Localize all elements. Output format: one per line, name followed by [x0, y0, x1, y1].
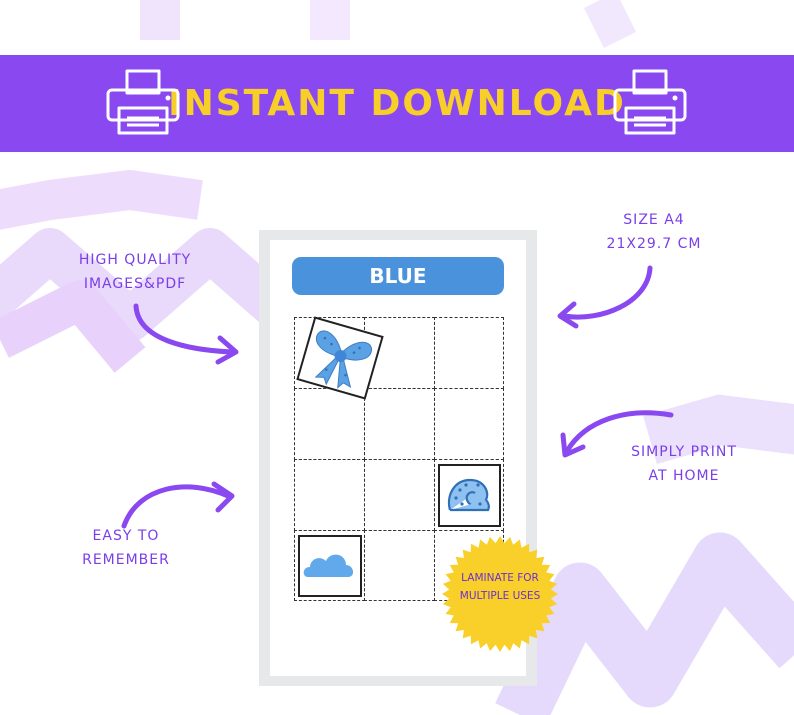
grid-cell [434, 317, 504, 389]
banner-title: INSTANT DOWNLOAD [168, 83, 626, 124]
callout-line: SIMPLY PRINT [631, 444, 737, 460]
seashell-sticker[interactable] [438, 464, 501, 527]
worksheet-preview: BLUE [259, 230, 537, 686]
bow-sticker[interactable] [296, 316, 384, 400]
worksheet-title: BLUE [292, 257, 504, 295]
grid-cell [364, 388, 435, 460]
callout-line: EASY TO [92, 528, 160, 544]
laminate-seal-badge [442, 536, 558, 652]
seashell-icon [447, 478, 490, 512]
grid-cell [434, 388, 504, 460]
printer-icon [613, 69, 687, 135]
callout-easy-to-remember: EASY TO REMEMBER [66, 524, 186, 572]
callout-simply-print: SIMPLY PRINT AT HOME [614, 440, 754, 488]
callout-size: SIZE A4 21X29.7 CM [594, 208, 714, 256]
laminate-seal-text: LAMINATE FOR MULTIPLE USES [440, 569, 560, 605]
callout-line: IMAGES&PDF [83, 276, 187, 292]
arrow-icon [121, 481, 235, 529]
bow-icon [314, 330, 373, 389]
callout-line: AT HOME [648, 468, 720, 484]
callout-line: SIZE A4 [623, 212, 685, 228]
arrow-icon [560, 410, 674, 458]
seal-line: LAMINATE FOR [461, 572, 539, 584]
callout-line: HIGH QUALITY [78, 252, 192, 268]
cloud-sticker[interactable] [298, 535, 362, 597]
arrow-icon [133, 303, 239, 365]
seal-line: MULTIPLE USES [459, 590, 541, 602]
callout-high-quality: HIGH QUALITY IMAGES&PDF [66, 248, 204, 296]
callout-line: 21X29.7 CM [606, 236, 702, 252]
grid-cell [364, 459, 435, 531]
grid-cell [294, 459, 365, 531]
callout-line: REMEMBER [82, 552, 170, 568]
arrow-icon [557, 265, 653, 329]
cloud-icon [303, 554, 354, 577]
worksheet-page: BLUE [270, 240, 526, 676]
grid-cell [364, 530, 435, 601]
printer-icon [106, 69, 180, 135]
